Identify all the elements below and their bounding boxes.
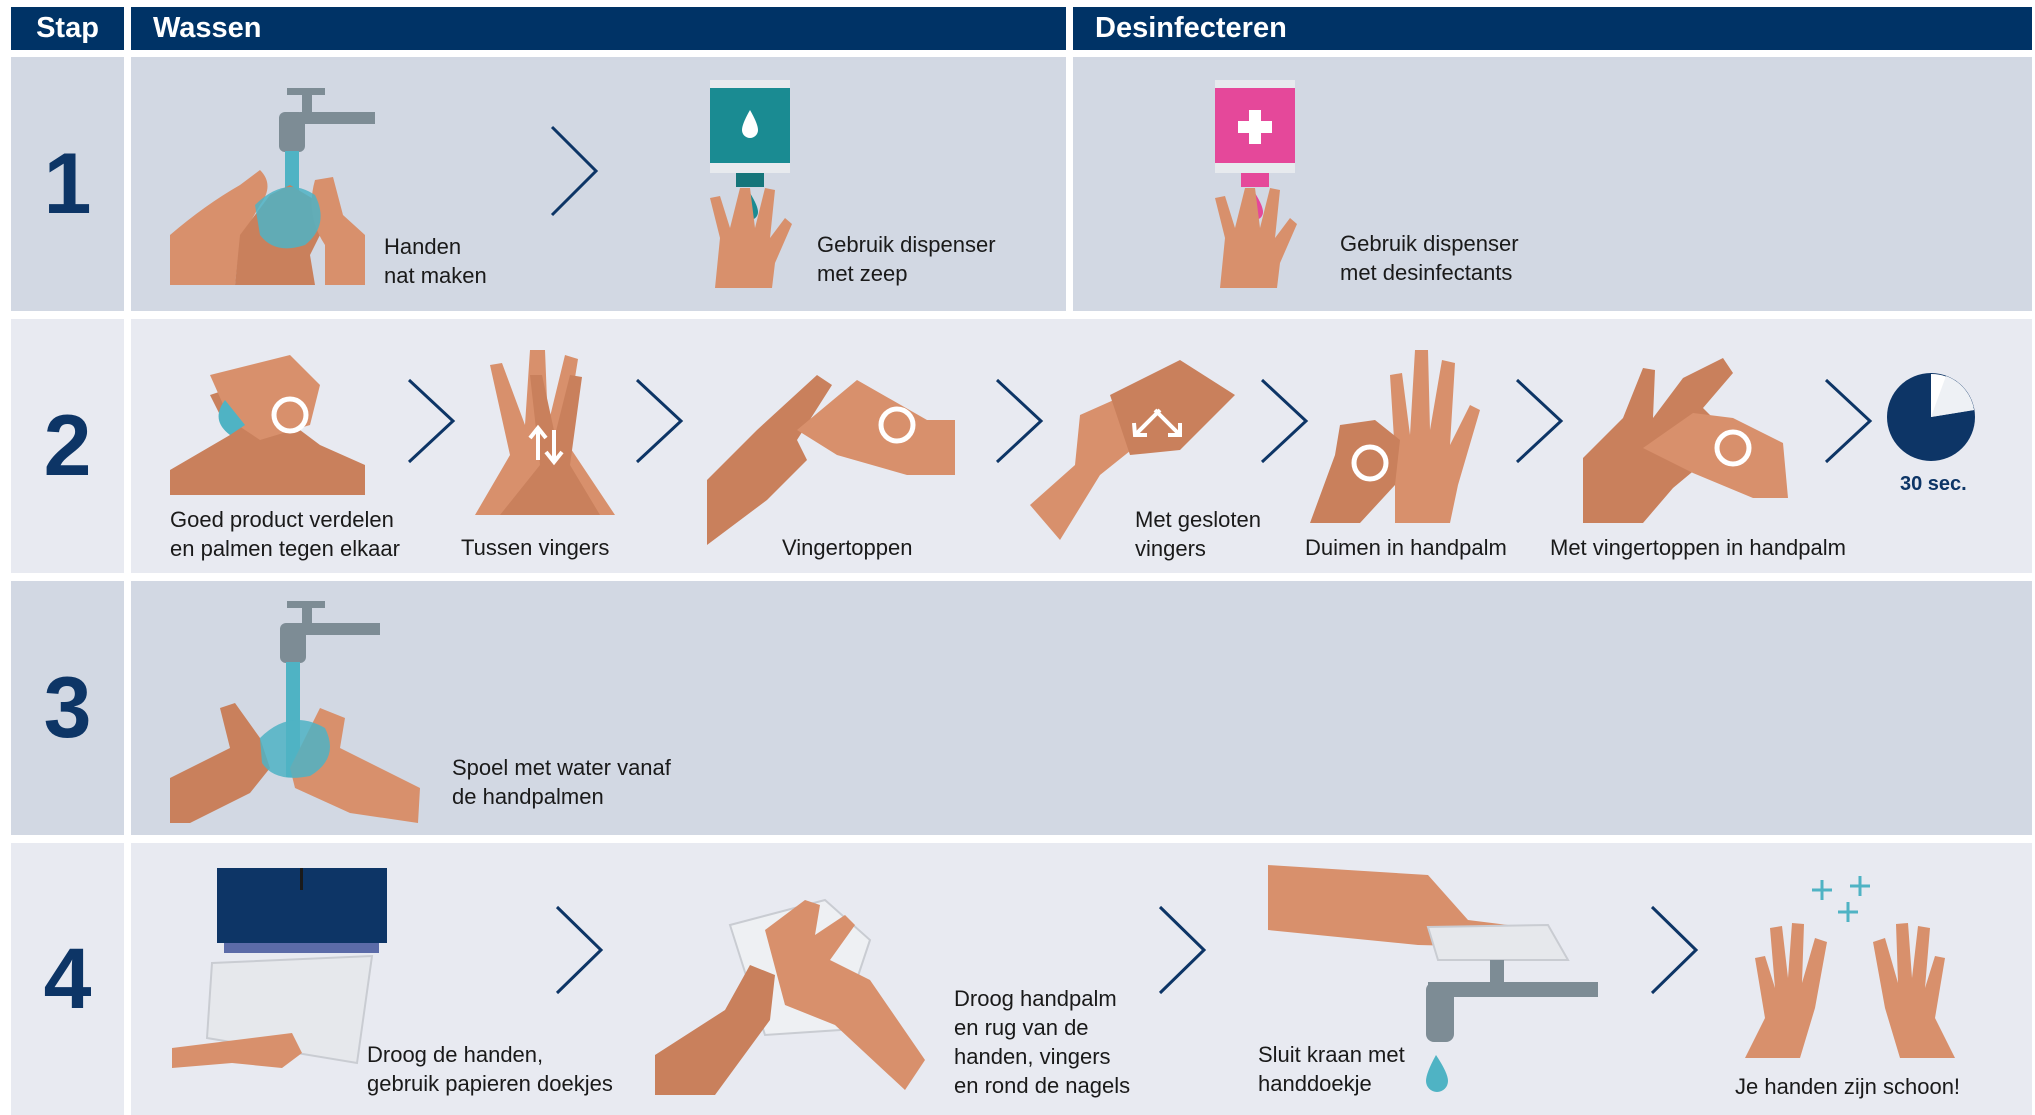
chevron-right-icon	[995, 378, 1044, 464]
caption-dry: Droog de handen, gebruik papieren doekje…	[367, 1042, 613, 1096]
header-desinfecteren: Desinfecteren	[1073, 7, 2032, 50]
chevron-right-icon	[1824, 378, 1873, 464]
caption-clean: Je handen zijn schoon!	[1735, 1074, 1961, 1099]
caption-wet-hands: Handen nat maken	[384, 234, 487, 288]
close-tap-towel-icon	[1268, 865, 1598, 1092]
disinfect-dispenser-icon	[1215, 80, 1297, 288]
caption-thumbs: Duimen in handpalm	[1305, 535, 1507, 560]
header-wassen: Wassen	[131, 7, 1066, 50]
chevron-right-icon	[1650, 905, 1699, 995]
step-number-1: 1	[43, 135, 92, 232]
chevron-right-icon	[407, 378, 456, 464]
chevron-right-icon	[550, 125, 599, 217]
closed-fingers-icon	[1030, 360, 1235, 540]
timer-icon	[1887, 373, 1975, 461]
fingertips-icon	[707, 375, 955, 545]
row4-number-cell	[11, 843, 124, 1115]
dry-hands-towel-icon	[655, 898, 925, 1095]
caption-fingertips: Vingertoppen	[782, 535, 913, 560]
between-fingers-icon	[475, 350, 615, 515]
row4-content-cell	[131, 843, 2032, 1115]
chevron-right-icon	[1515, 378, 1564, 464]
chevron-right-icon	[1260, 378, 1309, 464]
timer-label: 30 sec.	[1900, 473, 1967, 495]
tap-rinse-icon	[170, 601, 420, 823]
thumbs-icon	[1310, 350, 1480, 523]
chevron-right-icon	[635, 378, 684, 464]
fingertips-palm-icon	[1583, 358, 1788, 523]
caption-closed-fingers: Met gesloten vingers	[1135, 507, 1261, 561]
header-stap: Stap	[11, 7, 124, 50]
row1-number-cell	[11, 57, 124, 311]
clean-hands-sparkle-icon	[1745, 876, 1955, 1058]
step-number-3: 3	[43, 659, 92, 756]
caption-disinfect: Gebruik dispenser met desinfectants	[1340, 231, 1519, 285]
caption-soap: Gebruik dispenser met zeep	[817, 232, 996, 286]
soap-dispenser-icon	[710, 80, 792, 288]
caption-close-tap: Sluit kraan met handdoekje	[1258, 1042, 1405, 1096]
chevron-right-icon	[555, 905, 604, 995]
tap-wet-hands-icon	[170, 88, 375, 285]
chevron-right-icon	[1158, 905, 1207, 995]
step-number-4: 4	[43, 930, 92, 1027]
caption-rinse: Spoel met water vanaf de handpalmen	[452, 755, 671, 809]
rub-palms-icon	[170, 355, 365, 495]
paper-towel-dispenser-icon	[172, 868, 387, 1068]
step-number-2: 2	[43, 397, 92, 494]
row3-number-cell	[11, 581, 124, 835]
row3-content-cell	[131, 581, 2032, 835]
caption-between-fingers: Tussen vingers	[461, 535, 610, 560]
caption-dry-detail: Droog handpalm en rug van de handen, vin…	[954, 986, 1131, 1098]
caption-fingertips-palm: Met vingertoppen in handpalm	[1550, 535, 1846, 560]
caption-palms: Goed product verdelen en palmen tegen el…	[170, 507, 400, 561]
row2-number-cell	[11, 319, 124, 573]
